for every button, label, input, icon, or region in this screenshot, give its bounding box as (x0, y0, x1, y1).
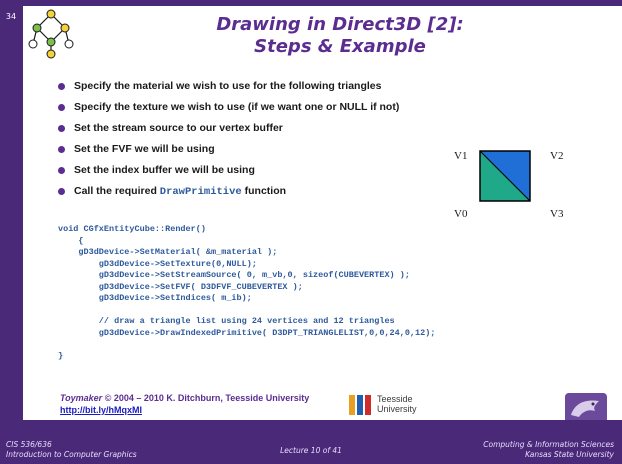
quad-diagonal (479, 150, 531, 202)
content-area (23, 6, 622, 420)
code-line: gD3dDevice->SetIndices( m_ib); (58, 293, 252, 303)
bullet-dot-icon (58, 125, 65, 132)
bullet-text: Set the stream source to our vertex buff… (74, 122, 283, 134)
footer-university: Kansas State University (525, 450, 614, 459)
credit-line: Toymaker © 2004 – 2010 K. Ditchburn, Tee… (60, 393, 309, 403)
title-line-2: Steps & Example (254, 36, 426, 57)
vertex-label-v0: V0 (454, 208, 468, 220)
footer-course-code: CIS 536/636 (6, 440, 52, 449)
bullet-dot-icon (58, 188, 65, 195)
credit-link[interactable]: http://bit.ly/hMqxMI (60, 405, 142, 415)
code-line: gD3dDevice->SetStreamSource( 0, m_vb,0, … (58, 270, 410, 280)
code-line: gD3dDevice->SetTexture(0,NULL); (58, 258, 257, 269)
bullet-item: Set the index buffer we will be using (58, 160, 478, 181)
code-block: void CGfxEntityCube::Render() { gD3dDevi… (58, 224, 598, 362)
code-line: gD3dDevice->SetMaterial( &m_material ); (58, 247, 278, 257)
vertex-label-v1: V1 (454, 150, 467, 162)
bullet-text: Specify the texture we wish to use (if w… (74, 101, 400, 113)
bullet-code: DrawPrimitive (159, 186, 242, 198)
code-line (58, 339, 598, 351)
bullet-dot-icon (58, 104, 65, 111)
vertex-label-v2: V2 (550, 150, 563, 162)
code-line: gD3dDevice->DrawIndexedPrimitive( D3DPT_… (58, 327, 436, 338)
quad-outline (479, 150, 531, 202)
footer-course: CIS 536/636 Introduction to Computer Gra… (6, 440, 137, 460)
bullet-item: Specify the texture we wish to use (if w… (58, 97, 478, 118)
left-rail (0, 0, 23, 464)
bullet-text: Specify the material we wish to use for … (74, 80, 382, 92)
footer-course-name: Introduction to Computer Graphics (6, 450, 137, 459)
code-line: void CGfxEntityCube::Render() (58, 224, 206, 234)
code-line: } (58, 350, 64, 361)
quad-diagram: V1 V2 V0 V3 (454, 150, 564, 220)
bullet-text: Call the required (74, 185, 160, 197)
vertex-label-v3: V3 (550, 208, 564, 220)
teesside-line-2: University (377, 404, 417, 414)
bullet-item: Set the FVF we will be using (58, 139, 478, 160)
credit-toymaker: Toymaker (60, 393, 103, 403)
bullet-dot-icon (58, 83, 65, 90)
teesside-name: Teesside University (377, 394, 417, 414)
bullet-item: Call the required DrawPrimitive function (58, 181, 478, 203)
slide-number: 34 (5, 12, 17, 21)
bullet-dot-icon (58, 167, 65, 174)
graph-logo-icon (28, 9, 74, 59)
code-line: { (58, 235, 84, 246)
bullet-list: Specify the material we wish to use for … (58, 76, 478, 203)
bullet-text: Set the index buffer we will be using (74, 164, 255, 176)
teesside-logo-icon (349, 395, 371, 415)
code-line: // draw a triangle list using 24 vertice… (58, 316, 395, 326)
footer-dept: Computing & Information Sciences Kansas … (483, 440, 614, 460)
footer-lecture: Lecture 10 of 41 (280, 446, 342, 455)
code-line: gD3dDevice->SetFVF( D3DFVF_CUBEVERTEX ); (58, 281, 303, 292)
title-line-1: Drawing in Direct3D [2]: (216, 14, 464, 35)
bullet-text: function (241, 185, 287, 197)
footer-band (0, 420, 622, 464)
credit-text: © 2004 – 2010 K. Ditchburn, Teesside Uni… (102, 393, 310, 403)
code-line (58, 305, 598, 317)
bullet-item: Specify the material we wish to use for … (58, 76, 478, 97)
slide-title: Drawing in Direct3D [2]: Steps & Example (160, 14, 520, 58)
bullet-item: Set the stream source to our vertex buff… (58, 118, 478, 139)
bullet-dot-icon (58, 146, 65, 153)
footer-dept-name: Computing & Information Sciences (483, 440, 614, 449)
ksu-wildcat-logo-icon (565, 393, 607, 423)
teesside-line-1: Teesside (377, 394, 413, 404)
bullet-text: Set the FVF we will be using (74, 143, 215, 155)
